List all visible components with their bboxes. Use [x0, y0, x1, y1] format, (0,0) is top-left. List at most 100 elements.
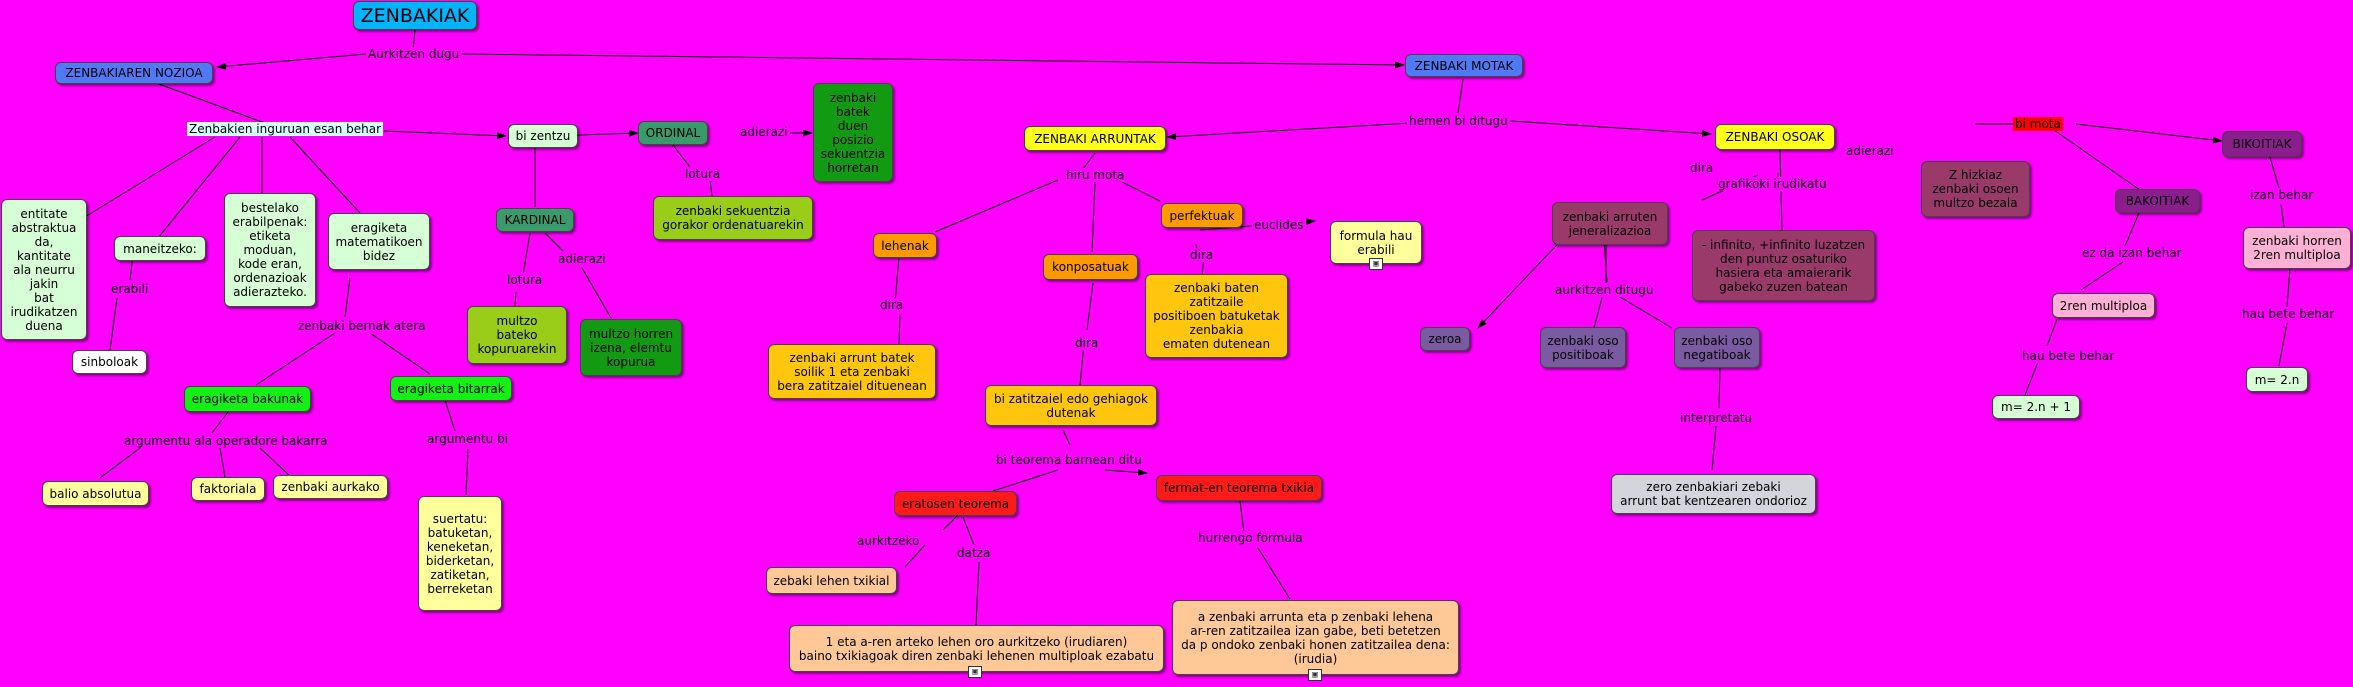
node-perfektuak[interactable]: perfektuak [1161, 203, 1243, 228]
node-formula-label: formula hau erabili [1339, 228, 1413, 257]
node-m-2n-label: m= 2.n [2254, 372, 2300, 387]
link-label: interpretatu [1678, 411, 1754, 425]
node-zenbaki-aurkako[interactable]: zenbaki aurkako [273, 475, 388, 499]
node-infinito[interactable]: - infinito, +infinito luzatzen den puntu… [1692, 230, 1875, 301]
node-bi-zatitzaile[interactable]: bi zatitzaiel edo gehiagok dutenak [985, 385, 1157, 426]
link-label: lotura [505, 273, 545, 287]
node-zeroa[interactable]: zeroa [1420, 327, 1470, 351]
node-kardinal-label: KARDINAL [504, 213, 566, 227]
node-multzo-bateko-label: multzo bateko kopuruarekin [477, 314, 557, 356]
node-bikoitiak[interactable]: BIKOITIAK [2222, 131, 2302, 157]
node-lehenak-desc-label: zenbaki arrunt batek soilik 1 eta zenbak… [777, 350, 927, 393]
node-eratosten[interactable]: eratosen teorema [894, 491, 1017, 516]
node-zenbakiaren-nozioa-label: ZENBAKIAREN NOZIOA [65, 66, 203, 80]
node-ordinal-desc[interactable]: zenbaki batek duen posizio sekuentzia ho… [813, 83, 893, 182]
link-label: dira [1188, 248, 1216, 262]
node-horren-multiploa[interactable]: zenbaki horren 2ren multiploa [2243, 227, 2351, 269]
link-label: dira [1073, 336, 1101, 350]
node-bestelako[interactable]: bestelako erabilpenak: etiketa moduan, k… [224, 193, 316, 307]
node-lehenak-desc[interactable]: zenbaki arrunt batek soilik 1 eta zenbak… [768, 344, 936, 399]
node-balio-absolutua[interactable]: balio absolutua [42, 481, 149, 506]
node-kardinal[interactable]: KARDINAL [496, 208, 574, 232]
link-label: grafikoki irudikatu [1716, 177, 1829, 191]
node-infinito-label: - infinito, +infinito luzatzen den puntu… [1701, 237, 1866, 294]
node-zenbakiak-label: ZENBAKIAK [360, 4, 470, 27]
node-zenbaki-osoak[interactable]: ZENBAKI OSOAK [1715, 124, 1835, 150]
link-label: erabili [109, 282, 151, 296]
node-lehenak[interactable]: lehenak [873, 233, 937, 258]
link-label: adierazi [738, 125, 790, 139]
node-entitate[interactable]: entitate abstraktua da, kantitate ala ne… [1, 199, 87, 340]
node-zenbakiak[interactable]: ZENBAKIAK [353, 1, 477, 30]
node-lehenak-label: lehenak [881, 238, 929, 253]
node-z-hizkiaz[interactable]: Z hizkiaz zenbaki osoen multzo bezala [1921, 161, 2030, 217]
node-arruntak-gen-label: zenbaki arruten jeneralizazioa [1562, 209, 1658, 238]
node-perfektuak-desc-label: zenbaki baten zatitzaile positiboen batu… [1153, 281, 1280, 351]
link-label: Zenbakien inguruan esan behar [187, 122, 384, 136]
link-label: lotura [683, 167, 723, 181]
link-label: bi teorema barnean ditu [994, 453, 1144, 467]
node-faktoriala-label: faktoriala [199, 482, 257, 496]
node-lehen-txikia[interactable]: zebaki lehen txikial [766, 567, 897, 594]
node-ordinal-label: ORDINAL [645, 126, 701, 140]
node-2ren-multiploa[interactable]: 2ren multiploa [2052, 293, 2155, 318]
node-bi-zentzu[interactable]: bi zentzu [508, 124, 578, 148]
node-negatiboak-label: zenbaki oso negatiboak [1681, 333, 1753, 362]
node-m-2n[interactable]: m= 2.n [2246, 367, 2308, 392]
node-zero-desc[interactable]: zero zenbakiari zebaki arrunt bat kentze… [1611, 474, 1816, 514]
image-attachment-icon[interactable]: ▣ [968, 666, 982, 678]
node-bi-zentzu-label: bi zentzu [515, 129, 571, 143]
link-label: hau bete behar [2020, 349, 2117, 363]
link-label: argumentu bi [425, 432, 511, 446]
link-label: dira [878, 298, 906, 312]
link-label: aurkitzen ditugu [1553, 283, 1656, 297]
node-positiboak[interactable]: zenbaki oso positiboak [1540, 327, 1626, 368]
node-suertatu[interactable]: suertatu: batuketan, keneketan, biderket… [418, 496, 502, 611]
link-label: adierazi [1844, 144, 1896, 158]
node-maneitzeko-label: maneitzeko: [123, 241, 197, 256]
node-arruntak-gen[interactable]: zenbaki arruten jeneralizazioa [1552, 202, 1668, 245]
node-sinboloak[interactable]: sinboloak [72, 350, 147, 374]
node-zenbaki-motak[interactable]: ZENBAKI MOTAK [1405, 54, 1523, 77]
image-attachment-icon[interactable]: ▣ [1308, 669, 1322, 681]
node-fermat-label: fermat-en teorema txikia [1163, 481, 1315, 495]
node-bakoitiak[interactable]: BAKOITIAK [2115, 189, 2200, 213]
node-multzo-horren[interactable]: multzo horren izena, elemtu kopurua [580, 319, 682, 376]
link-label: hiru mota [1064, 168, 1127, 182]
node-bi-zatitzaile-label: bi zatitzaiel edo gehiagok dutenak [993, 391, 1149, 420]
node-faktoriala[interactable]: faktoriala [191, 477, 265, 501]
node-eragiketa-matematikoen[interactable]: eragiketa matematikoen bidez [328, 213, 430, 270]
node-eratosten-desc[interactable]: 1 eta a-ren arteko lehen oro aurkitzeko … [789, 625, 1164, 672]
node-perfektuak-desc[interactable]: zenbaki baten zatitzaile positiboen batu… [1145, 274, 1288, 358]
link-label: adierazi [556, 252, 608, 266]
node-zenbaki-aurkako-label: zenbaki aurkako [281, 480, 380, 494]
node-m-2n1[interactable]: m= 2.n + 1 [1992, 395, 2080, 419]
node-fermat-desc[interactable]: a zenbaki arrunta eta p zenbaki lehena a… [1172, 600, 1459, 675]
node-ordinal[interactable]: ORDINAL [638, 121, 708, 145]
node-suertatu-label: suertatu: batuketan, keneketan, biderket… [425, 511, 495, 596]
node-zenbaki-arruntak[interactable]: ZENBAKI ARRUNTAK [1024, 126, 1166, 151]
node-zenbaki-motak-label: ZENBAKI MOTAK [1414, 58, 1514, 73]
node-horren-multiploa-label: zenbaki horren 2ren multiploa [2252, 234, 2342, 262]
link-label: argumentu ala operadore bakarra [122, 434, 330, 448]
node-eragiketa-bitarrak[interactable]: eragiketa bitarrak [390, 376, 512, 401]
node-positiboak-label: zenbaki oso positiboak [1547, 333, 1619, 362]
node-maneitzeko[interactable]: maneitzeko: [114, 236, 206, 261]
node-fermat[interactable]: fermat-en teorema txikia [1156, 475, 1322, 501]
node-negatiboak[interactable]: zenbaki oso negatiboak [1674, 327, 1760, 368]
node-bakoitiak-label: BAKOITIAK [2125, 194, 2190, 208]
node-sekuentzia[interactable]: zenbaki sekuentzia gorakor ordenatuareki… [653, 196, 813, 240]
link-label: hemen bi ditugu [1407, 114, 1510, 128]
node-eragiketa-bakunak[interactable]: eragiketa bakunak [184, 386, 311, 412]
image-attachment-icon[interactable]: ▣ [1369, 258, 1383, 270]
link-label: hurrengo formula [1196, 531, 1305, 545]
node-bikoitiak-label: BIKOITIAK [2232, 137, 2292, 151]
node-formula[interactable]: formula hau erabili [1330, 221, 1422, 264]
node-zenbakiaren-nozioa[interactable]: ZENBAKIAREN NOZIOA [55, 62, 213, 84]
node-konposatuak[interactable]: konposatuak [1043, 254, 1138, 280]
node-2ren-multiploa-label: 2ren multiploa [2059, 298, 2148, 313]
node-sekuentzia-label: zenbaki sekuentzia gorakor ordenatuareki… [662, 204, 804, 232]
node-eratosten-label: eratosen teorema [901, 496, 1010, 511]
node-multzo-bateko[interactable]: multzo bateko kopuruarekin [467, 306, 567, 364]
node-multzo-horren-label: multzo horren izena, elemtu kopurua [588, 326, 674, 369]
